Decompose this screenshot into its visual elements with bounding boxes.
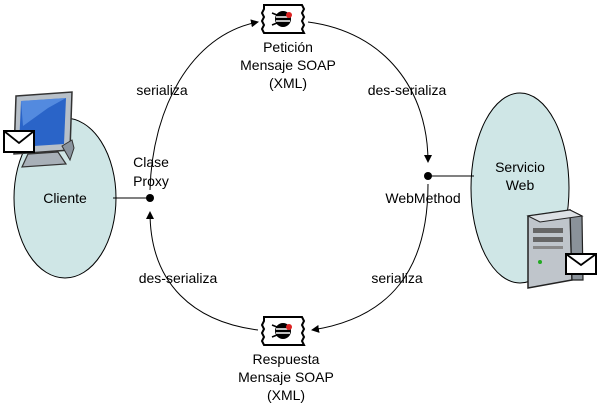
edge-label-top-right: des-serializa xyxy=(368,82,447,98)
edge-label-top-left: serializa xyxy=(136,82,188,98)
proxy-label-line2: Proxy xyxy=(133,173,169,189)
response-line3: (XML) xyxy=(267,387,305,403)
service-label-line2: Web xyxy=(506,177,535,193)
arc-bottom-left xyxy=(146,211,259,331)
service-label-line1: Servicio xyxy=(495,159,545,175)
edge-label-bottom-right: serializa xyxy=(371,270,423,286)
server-icon xyxy=(526,209,584,289)
envelope-icon xyxy=(3,130,35,153)
response-line1: Respuesta xyxy=(253,351,320,367)
webmethod-label: WebMethod xyxy=(385,190,460,206)
arc-top-left xyxy=(149,19,259,191)
soap-envelope-icon xyxy=(260,316,306,346)
client-label: Cliente xyxy=(43,190,87,206)
request-line1: Petición xyxy=(263,39,313,55)
proxy-dot xyxy=(146,194,154,202)
request-line2: Mensaje SOAP xyxy=(240,57,336,73)
webmethod-dot xyxy=(424,172,432,180)
request-line3: (XML) xyxy=(269,75,307,91)
arc-top-right xyxy=(307,21,432,163)
response-line2: Mensaje SOAP xyxy=(238,369,334,385)
arc-bottom-right xyxy=(311,183,429,333)
proxy-label-line1: Clase xyxy=(133,154,169,170)
edge-label-bottom-left: des-serializa xyxy=(139,270,218,286)
envelope-icon xyxy=(565,253,597,275)
soap-envelope-icon xyxy=(260,4,306,34)
